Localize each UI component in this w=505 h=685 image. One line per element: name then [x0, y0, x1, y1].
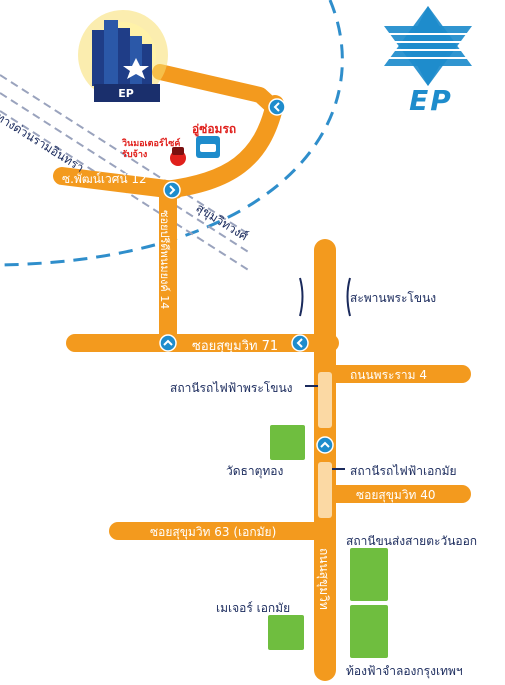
- temple-park: [270, 425, 305, 460]
- soi-phatthana-label: ซ.พัฒน์เวศน์ 12: [62, 172, 147, 186]
- chevron-up-icon: [163, 181, 181, 199]
- sukhumvit-road-label: ถนนสุขุมวิท: [317, 548, 331, 610]
- car-repair-icon: [196, 136, 220, 158]
- badge-text: EP: [118, 87, 134, 100]
- temple-label: วัดธาตุทอง: [226, 464, 284, 478]
- station-phra-khanong-marker: [318, 372, 332, 428]
- bus-terminal-label: สถานีขนส่งสายตะวันออก: [346, 534, 478, 548]
- major-label: เมเจอร์ เอกมัย: [216, 601, 291, 615]
- motorcycle-icon: [170, 147, 186, 166]
- rama4-label: ถนนพระราม 4: [350, 368, 428, 382]
- ep-logo: [380, 6, 476, 86]
- soi-63-label: ซอยสุขุมวิท 63 (เอกมัย): [150, 525, 277, 539]
- main-roads: [66, 239, 471, 681]
- bridge-bracket-right: [346, 277, 351, 317]
- road-soi-phatthana: [53, 167, 184, 199]
- planetarium-label: ท้องฟ้าจำลองกรุงเทพฯ: [346, 664, 463, 678]
- major-park: [268, 615, 304, 650]
- brand-name: EP: [409, 84, 453, 117]
- motorbike-label: วินมอเตอร์ไซค์ รับจ้าง: [122, 139, 181, 160]
- soi-40-label: ซอยสุขุมวิท 40: [356, 488, 436, 502]
- planetarium-park: [350, 605, 388, 658]
- soi-71-label: ซอยสุขุมวิท 71: [192, 339, 279, 354]
- bridge-label: สะพานพระโขนง: [350, 291, 437, 305]
- station-phra-khanong-label: สถานีรถไฟฟ้าพระโขนง: [170, 381, 293, 395]
- chevron-up-icon: [159, 334, 177, 352]
- building-icon: [78, 10, 168, 102]
- chevron-up-icon: [268, 98, 286, 116]
- station-ekkamai-label: สถานีรถไฟฟ้าเอกมัย: [350, 464, 457, 478]
- road-ep-access: [152, 64, 280, 114]
- upper-roads: [53, 64, 284, 349]
- bridge-bracket-left: [299, 277, 304, 317]
- ring-road-line: [0, 0, 344, 267]
- road-curve: [156, 95, 284, 199]
- garage-label: อู่ซ่อมรถ: [192, 122, 237, 136]
- bus-terminal-park: [350, 548, 388, 601]
- soi-preedee-label: ซอยปรีดีพนมยงค์ 14: [158, 210, 171, 310]
- station-ekkamai-marker: [318, 462, 332, 518]
- chevron-up-icon: [316, 436, 334, 454]
- chevron-up-icon: [291, 334, 309, 352]
